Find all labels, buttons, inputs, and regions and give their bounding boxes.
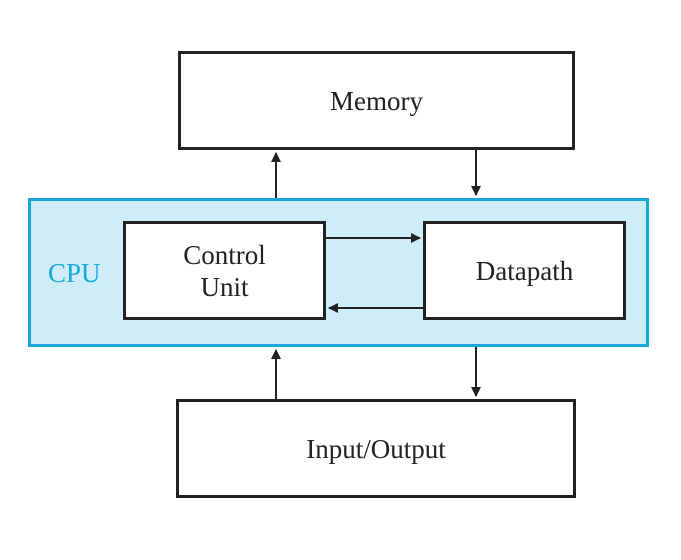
control-unit-box: Control Unit xyxy=(123,221,326,320)
control-unit-label-line2: Unit xyxy=(200,271,249,302)
datapath-label: Datapath xyxy=(475,255,574,286)
cpu-label: CPU xyxy=(48,258,101,288)
datapath-box: Datapath xyxy=(423,221,626,320)
control-unit-label-line1: Control xyxy=(183,239,266,270)
memory-label: Memory xyxy=(330,85,423,116)
memory-box: Memory xyxy=(178,51,575,150)
input-output-box: Input/Output xyxy=(176,399,576,498)
input-output-label: Input/Output xyxy=(306,433,446,464)
